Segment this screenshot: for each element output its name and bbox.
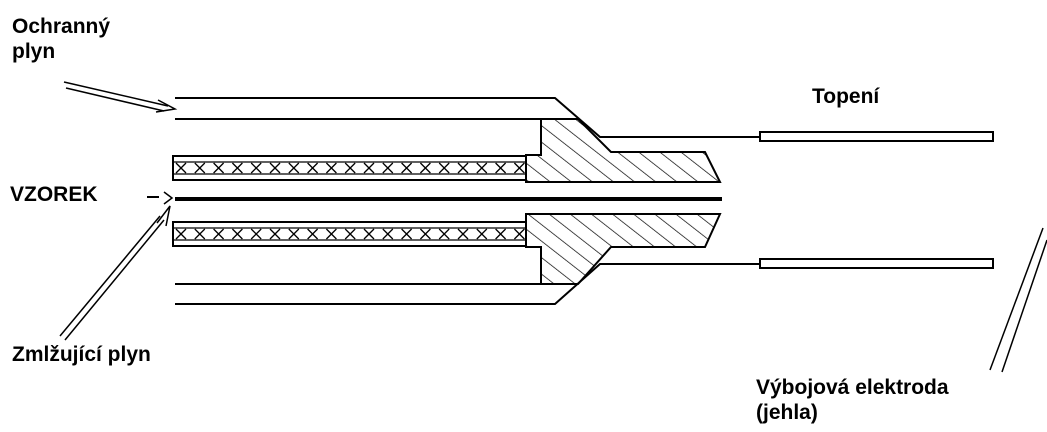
coil-cross-stroke	[344, 162, 356, 174]
coil-cross-stroke	[363, 162, 375, 174]
sample-arrow	[147, 191, 174, 205]
coil-cross-stroke	[476, 228, 488, 240]
nebulizing-gas-arrow	[59, 205, 171, 341]
coil-cross-stroke	[513, 228, 525, 240]
coil-cross-stroke	[250, 228, 262, 240]
coil-cross-stroke	[457, 162, 469, 174]
shield-gas-label-line2: plyn	[12, 40, 56, 63]
coil-cross-stroke	[325, 228, 337, 240]
coil-cross-stroke	[344, 228, 356, 240]
coil-cross-stroke	[175, 162, 187, 174]
coil-cross-stroke	[382, 162, 394, 174]
coil-cross-stroke	[231, 162, 243, 174]
coil-cross-stroke	[401, 162, 413, 174]
coil-cross-stroke	[495, 228, 507, 240]
shield-gas-arrow	[63, 81, 178, 113]
coil-cross-stroke	[231, 228, 243, 240]
coil-cross-stroke	[457, 228, 469, 240]
coil-cross-stroke	[495, 162, 507, 174]
coil-cross-stroke	[213, 162, 225, 174]
coil-cross-stroke	[419, 228, 431, 240]
coil-cross-stroke	[269, 162, 281, 174]
coil-cross-stroke	[438, 228, 450, 240]
coil-cross-stroke	[419, 162, 431, 174]
coil-cross-stroke	[307, 162, 319, 174]
outer-tube-top-wall	[175, 97, 760, 138]
nebulizing-gas-label: Zmlžující plyn	[12, 343, 151, 366]
discharge-electrode-label: Výbojová elektroda (jehla)	[756, 375, 949, 425]
shield-gas-label-line1: Ochranný	[12, 15, 111, 38]
coil-cross-stroke	[194, 162, 206, 174]
heater-coil-bottom	[172, 221, 527, 247]
coil-cross-stroke	[194, 228, 206, 240]
coil-cross-stroke	[363, 228, 375, 240]
coil-cross-stroke	[307, 228, 319, 240]
discharge-electrode-label-line2: (jehla)	[756, 401, 818, 424]
coil-cross-stroke	[382, 228, 394, 240]
electrode-pointer-lines	[989, 227, 1047, 373]
coil-cross-stroke	[513, 162, 525, 174]
coil-cross-stroke	[250, 162, 262, 174]
nozzle-body-top-hatched	[525, 118, 722, 183]
heater-coil-top	[172, 155, 527, 181]
discharge-electrode-bottom	[759, 258, 994, 269]
coil-cross-stroke	[213, 228, 225, 240]
shield-gas-label: Ochranný plyn	[12, 14, 110, 64]
coil-cross-stroke	[325, 162, 337, 174]
coil-cross-stroke	[401, 228, 413, 240]
sample-label: VZOREK	[10, 183, 98, 206]
coil-cross-stroke	[288, 162, 300, 174]
discharge-electrode-label-line1: Výbojová elektroda	[756, 376, 949, 399]
coil-cross-stroke	[288, 228, 300, 240]
discharge-electrode-top	[759, 131, 994, 142]
coil-cross-stroke	[438, 162, 450, 174]
heating-label: Topení	[812, 85, 880, 108]
coil-cross-stroke	[476, 162, 488, 174]
nozzle-body-bottom-hatched	[525, 213, 722, 285]
coil-cross-stroke	[269, 228, 281, 240]
coil-cross-stroke	[175, 228, 187, 240]
